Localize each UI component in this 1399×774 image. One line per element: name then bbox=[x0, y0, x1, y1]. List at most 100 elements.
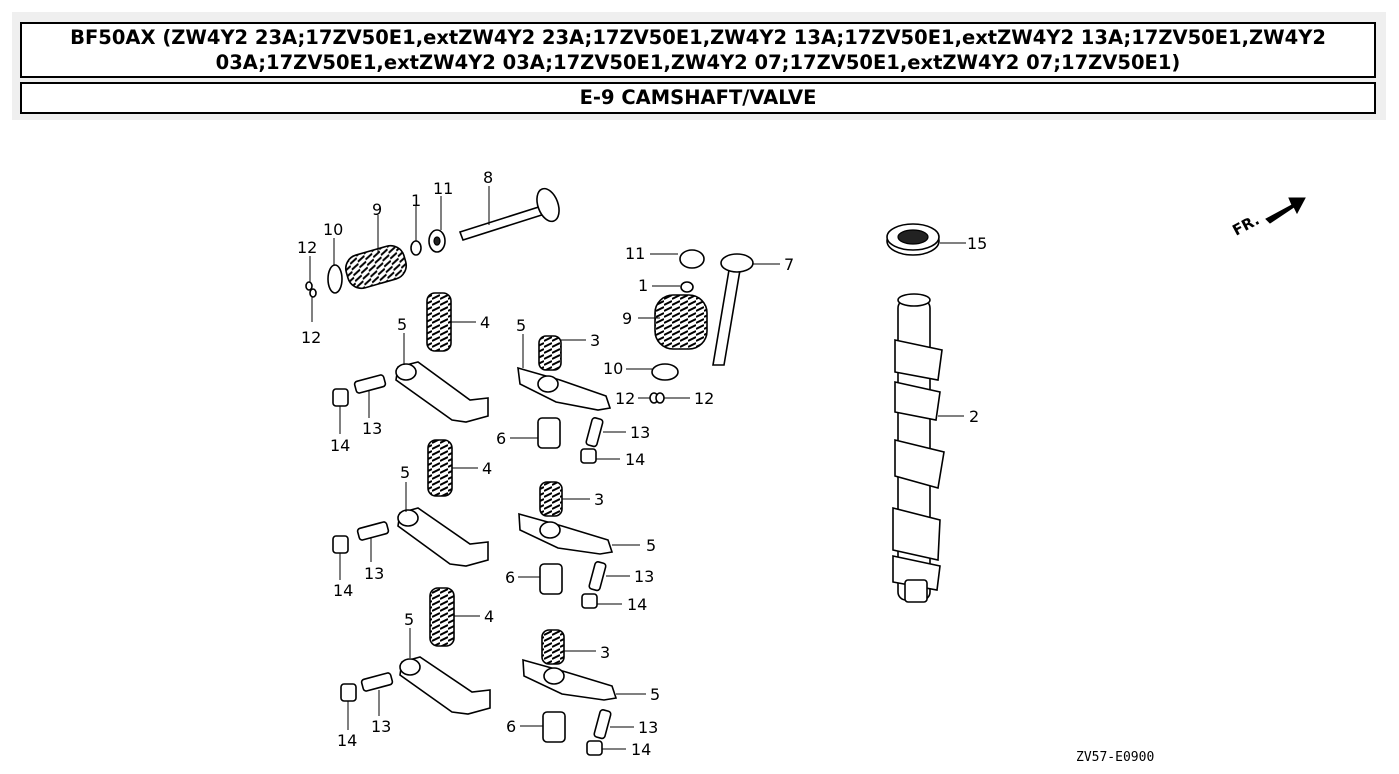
camshaft-2 bbox=[892, 293, 945, 603]
callout-10: 10 bbox=[323, 220, 343, 239]
cotter-1-b bbox=[680, 281, 694, 293]
callout-5: 5 bbox=[400, 463, 410, 482]
nut-14-a bbox=[332, 388, 349, 407]
callout-5: 5 bbox=[646, 536, 656, 555]
callout-14: 14 bbox=[627, 595, 647, 614]
valve-8-group bbox=[305, 187, 560, 298]
clip-12-a bbox=[305, 281, 313, 291]
callout-13: 13 bbox=[371, 717, 391, 736]
rocker-5-d bbox=[517, 366, 612, 411]
rocker-set-right-3 bbox=[522, 629, 618, 756]
callout-6: 6 bbox=[505, 568, 515, 587]
callout-5: 5 bbox=[397, 315, 407, 334]
callout-11: 11 bbox=[625, 244, 645, 263]
fr-label: FR. bbox=[1229, 211, 1262, 240]
adjuster-13-f bbox=[593, 709, 612, 740]
callout-13: 13 bbox=[630, 423, 650, 442]
callout-14: 14 bbox=[330, 436, 350, 455]
model-title: BF50AX (ZW4Y2 23A;17ZV50E1,extZW4Y2 23A;… bbox=[20, 22, 1376, 78]
nut-14-c bbox=[340, 683, 357, 702]
callout-13: 13 bbox=[638, 718, 658, 737]
valve-8-head bbox=[536, 187, 560, 223]
header-panel: BF50AX (ZW4Y2 23A;17ZV50E1,extZW4Y2 23A;… bbox=[12, 12, 1386, 120]
callout-14: 14 bbox=[625, 450, 645, 469]
leader-lines bbox=[309, 186, 966, 750]
callout-1: 1 bbox=[638, 276, 648, 295]
spring-4-a bbox=[426, 292, 452, 352]
callout-6: 6 bbox=[506, 717, 516, 736]
callout-4: 4 bbox=[482, 459, 492, 478]
spring-3-b bbox=[539, 481, 563, 517]
spring-9-b bbox=[654, 294, 708, 350]
callout-13: 13 bbox=[362, 419, 382, 438]
callout-5: 5 bbox=[404, 610, 414, 629]
spring-9-a bbox=[344, 244, 408, 290]
rocker-set-left-3 bbox=[340, 587, 491, 715]
callout-14: 14 bbox=[337, 731, 357, 750]
callout-14: 14 bbox=[333, 581, 353, 600]
drawing-code: ZV57-E0900 bbox=[1076, 750, 1154, 765]
callout-12: 12 bbox=[301, 328, 321, 347]
spring-4-b bbox=[427, 439, 453, 497]
callout-3: 3 bbox=[600, 643, 610, 662]
nut-14-f bbox=[586, 740, 603, 756]
spring-4-c bbox=[429, 587, 455, 647]
callout-6: 6 bbox=[496, 429, 506, 448]
rocker-set-left-2 bbox=[332, 439, 489, 567]
rocker-5-a bbox=[395, 361, 489, 423]
adjuster-13-a bbox=[353, 374, 387, 394]
rocker-5-f bbox=[522, 658, 618, 701]
rocker-5-b bbox=[397, 507, 489, 567]
callout-10: 10 bbox=[603, 359, 623, 378]
callout-5: 5 bbox=[650, 685, 660, 704]
spring-3-c bbox=[541, 629, 565, 665]
oil-seal-15 bbox=[886, 223, 940, 256]
callout-13: 13 bbox=[364, 564, 384, 583]
callout-12: 12 bbox=[694, 389, 714, 408]
valve-8-stem bbox=[458, 204, 550, 241]
callout-9: 9 bbox=[622, 309, 632, 328]
callout-12: 12 bbox=[297, 238, 317, 257]
callout-3: 3 bbox=[590, 331, 600, 350]
rocker-set-left-1 bbox=[332, 292, 489, 423]
callout-1: 1 bbox=[411, 191, 421, 210]
valve-7-head bbox=[720, 253, 754, 273]
callout-11: 11 bbox=[433, 179, 453, 198]
rocker-5-c bbox=[399, 656, 491, 715]
callout-12: 12 bbox=[615, 389, 635, 408]
callout-labels: 8 11 1 9 10 12 12 11 1 9 10 12 12 7 15 2… bbox=[297, 168, 987, 759]
adjuster-13-c bbox=[360, 672, 394, 692]
spring-3-a bbox=[538, 335, 562, 371]
callout-15: 15 bbox=[967, 234, 987, 253]
rocker-set-right-1 bbox=[517, 335, 612, 464]
callout-8: 8 bbox=[483, 168, 493, 187]
front-direction-indicator: FR. bbox=[1229, 197, 1306, 240]
shaft-6-c bbox=[542, 711, 566, 743]
shaft-6-b bbox=[539, 563, 563, 595]
fr-arrow-icon bbox=[1265, 197, 1306, 224]
callout-3: 3 bbox=[594, 490, 604, 509]
adjuster-13-d bbox=[585, 417, 604, 448]
callout-14: 14 bbox=[631, 740, 651, 759]
callout-13: 13 bbox=[634, 567, 654, 586]
cotter-1-a bbox=[410, 240, 422, 256]
nut-14-e bbox=[581, 593, 598, 609]
callout-7: 7 bbox=[784, 255, 794, 274]
nut-14-d bbox=[580, 448, 597, 464]
rocker-set-right-2 bbox=[518, 481, 614, 609]
callout-4: 4 bbox=[484, 607, 494, 626]
rocker-5-e bbox=[518, 512, 614, 555]
seat-10-b bbox=[651, 363, 679, 381]
seat-10-a bbox=[327, 264, 343, 294]
retainer-11-b bbox=[679, 249, 705, 269]
callout-4: 4 bbox=[480, 313, 490, 332]
callout-5: 5 bbox=[516, 316, 526, 335]
section-title: E-9 CAMSHAFT/VALVE bbox=[20, 82, 1376, 114]
callout-2: 2 bbox=[969, 407, 979, 426]
adjuster-13-e bbox=[588, 561, 607, 592]
shaft-6-a bbox=[537, 417, 561, 449]
callout-9: 9 bbox=[372, 200, 382, 219]
valve-7-group bbox=[649, 249, 754, 404]
valve-7-stem bbox=[712, 269, 741, 366]
